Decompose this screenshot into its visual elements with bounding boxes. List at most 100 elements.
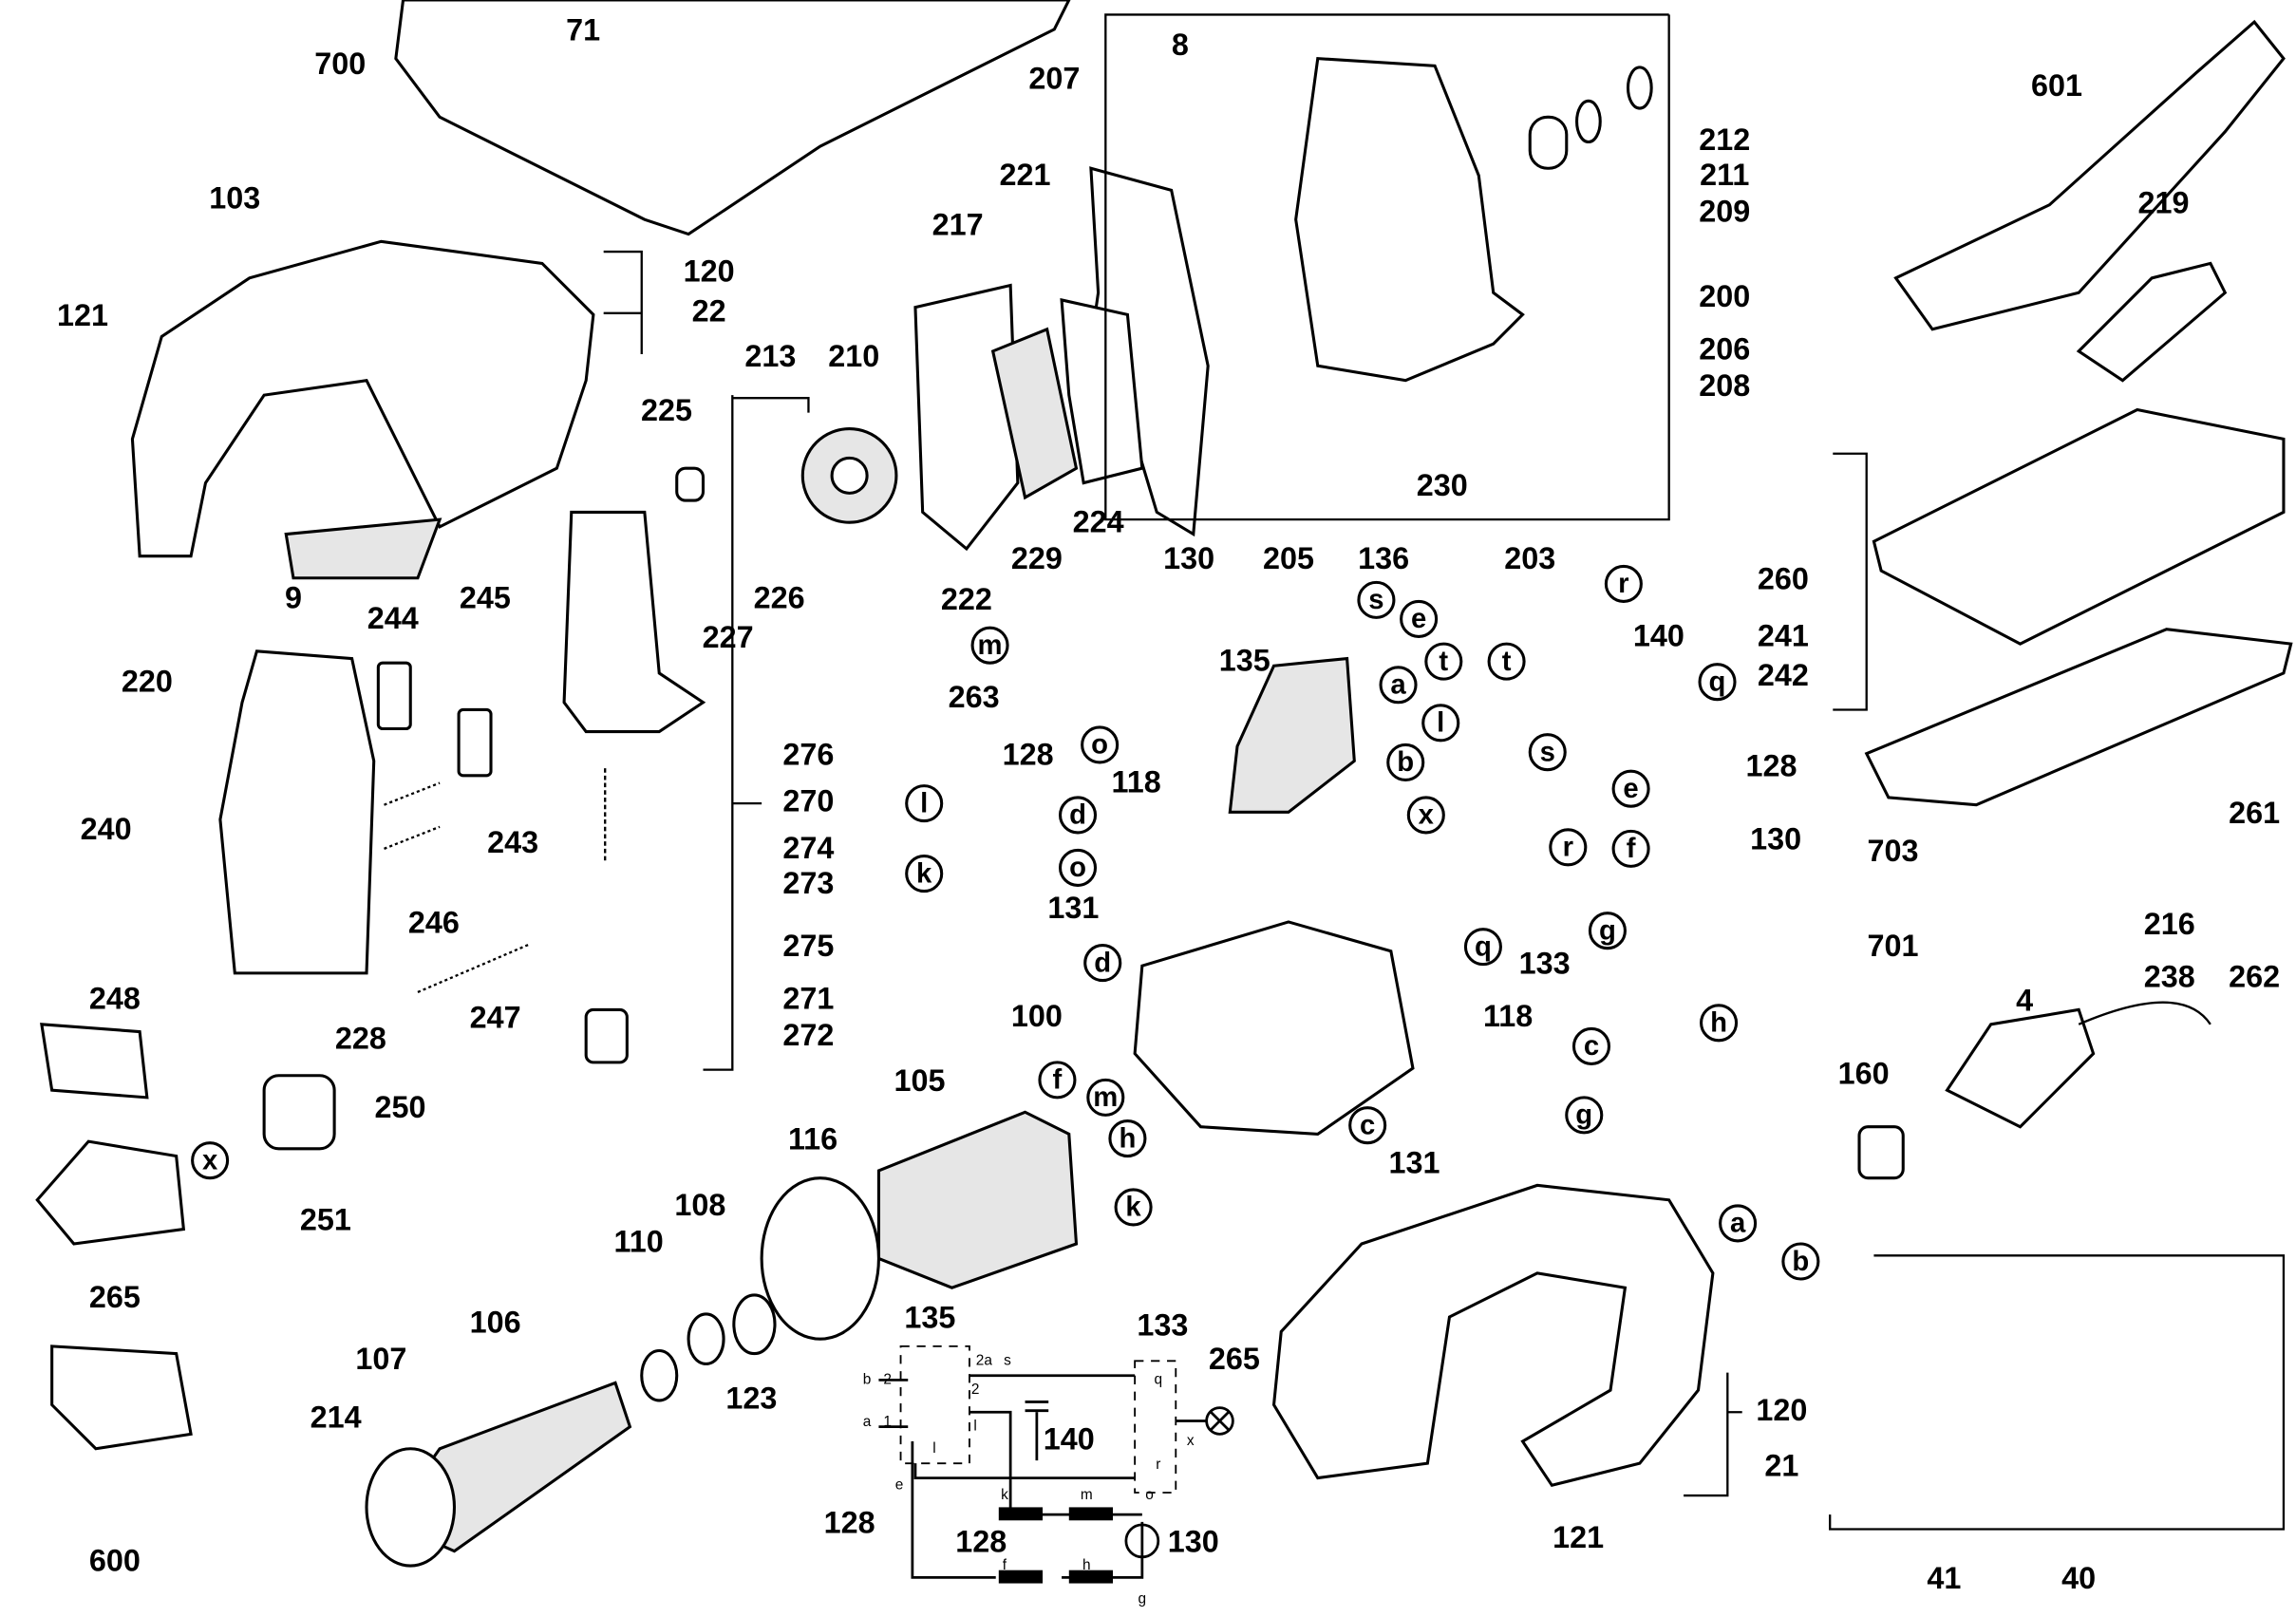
connector-circle bbox=[191, 1141, 230, 1180]
part-label-71: 71 bbox=[566, 12, 600, 47]
schematic-pin-label: g bbox=[1139, 1591, 1147, 1608]
connector-circle bbox=[1611, 829, 1650, 868]
connector-circle bbox=[1424, 642, 1463, 681]
spring-247 bbox=[417, 942, 532, 993]
part-label-265: 265 bbox=[89, 1280, 141, 1314]
part-label-135: 135 bbox=[904, 1301, 955, 1335]
connector-letter: k bbox=[916, 857, 932, 889]
part-label-121: 121 bbox=[1553, 1520, 1604, 1554]
part-label-103: 103 bbox=[209, 181, 260, 216]
part-label-207: 207 bbox=[1028, 61, 1080, 95]
part-label-270: 270 bbox=[782, 784, 834, 818]
connector-c: c bbox=[1348, 1106, 1387, 1145]
connector-letter: q bbox=[1709, 666, 1726, 697]
connector-letter: a bbox=[1390, 669, 1406, 701]
part-label-120: 120 bbox=[684, 254, 735, 289]
power-cord bbox=[2078, 1001, 2211, 1025]
connector-circle bbox=[1421, 704, 1460, 743]
connector-l: l bbox=[1421, 704, 1460, 743]
part-label-21: 21 bbox=[1764, 1448, 1798, 1482]
part-248 bbox=[40, 1023, 149, 1100]
light-265 bbox=[35, 1139, 186, 1246]
part-label-8: 8 bbox=[1172, 28, 1189, 62]
part-label-110: 110 bbox=[614, 1225, 664, 1259]
connector-q: q bbox=[1463, 928, 1502, 967]
part-label-140: 140 bbox=[1633, 618, 1684, 652]
guard-600 bbox=[50, 1344, 193, 1451]
part-label-121: 121 bbox=[57, 298, 108, 332]
part-label-100: 100 bbox=[1011, 999, 1063, 1033]
fan-107 bbox=[365, 1447, 457, 1568]
part-label-251: 251 bbox=[300, 1202, 351, 1236]
part-label-108: 108 bbox=[674, 1188, 725, 1222]
connector-r: r bbox=[1604, 564, 1643, 603]
gear-housing-200 bbox=[1294, 57, 1525, 383]
connector-letter: x bbox=[1419, 799, 1435, 831]
bushing-225 bbox=[675, 466, 706, 502]
connector-letter: m bbox=[1093, 1081, 1118, 1113]
connector-letter: q bbox=[1475, 931, 1492, 962]
housing-half-22 bbox=[130, 239, 595, 558]
connector-letter: h bbox=[1119, 1122, 1136, 1154]
connector-letter: k bbox=[1125, 1192, 1141, 1223]
part-label-160: 160 bbox=[1838, 1056, 1890, 1090]
connector-letter: r bbox=[1563, 832, 1573, 863]
part-label-123: 123 bbox=[725, 1381, 777, 1415]
plunger-assembly-270 bbox=[562, 510, 706, 734]
schematic-pin-label: f bbox=[1003, 1557, 1007, 1573]
connector-o: o bbox=[1058, 848, 1098, 887]
schematic-pin-label: x bbox=[1187, 1433, 1195, 1449]
schematic-pin-label: k bbox=[1001, 1487, 1008, 1503]
part-label-209: 209 bbox=[1699, 195, 1750, 229]
connector-letter: e bbox=[1623, 773, 1638, 804]
switch-135 bbox=[1228, 656, 1356, 814]
schematic-coil-4 bbox=[1068, 1570, 1114, 1584]
connector-f: f bbox=[1611, 829, 1650, 868]
part-label-131: 131 bbox=[1388, 1145, 1440, 1179]
part-label-133: 133 bbox=[1519, 947, 1571, 981]
part-label-128: 128 bbox=[824, 1505, 875, 1539]
connector-circle bbox=[1108, 1119, 1147, 1158]
part-label-41: 41 bbox=[1927, 1561, 1961, 1595]
schematic-coil-1 bbox=[998, 1507, 1044, 1521]
part-label-211: 211 bbox=[1700, 158, 1749, 192]
connector-x: x bbox=[1406, 796, 1445, 835]
shoe-703 bbox=[1864, 628, 2293, 807]
part-label-208: 208 bbox=[1699, 368, 1750, 403]
connector-letter: b bbox=[1792, 1246, 1809, 1277]
part-label-242: 242 bbox=[1758, 658, 1809, 692]
schematic-switch-box-135 bbox=[899, 1344, 970, 1465]
connector-d: d bbox=[1058, 796, 1098, 835]
connector-circle bbox=[905, 784, 944, 823]
connector-circle bbox=[1357, 580, 1396, 619]
connector-circle bbox=[1588, 912, 1627, 950]
connector-circle bbox=[1038, 1061, 1077, 1100]
schematic-motor bbox=[1124, 1523, 1160, 1559]
connector-circle bbox=[1081, 725, 1120, 764]
part-label-260: 260 bbox=[1758, 561, 1809, 595]
part-label-245: 245 bbox=[460, 580, 511, 614]
part-243 bbox=[457, 707, 493, 778]
connector-s: s bbox=[1528, 733, 1567, 772]
spring-246a bbox=[384, 781, 441, 806]
part-label-128: 128 bbox=[1003, 737, 1054, 771]
connector-letter: g bbox=[1599, 914, 1616, 946]
schematic-pin-label: 2 bbox=[971, 1382, 980, 1398]
part-label-276: 276 bbox=[782, 737, 834, 771]
schematic-pin-label: e bbox=[895, 1476, 904, 1493]
connector-circle bbox=[1611, 769, 1650, 808]
part-label-238: 238 bbox=[2144, 960, 2195, 994]
part-label-265: 265 bbox=[1209, 1342, 1260, 1376]
connector-letter: b bbox=[1397, 746, 1414, 778]
plate-229 bbox=[990, 327, 1079, 500]
part-label-601: 601 bbox=[2031, 68, 2082, 103]
part-label-240: 240 bbox=[81, 812, 132, 846]
schematic-pin-label: 2 bbox=[883, 1371, 892, 1387]
connector-m: m bbox=[1086, 1078, 1125, 1117]
connector-r: r bbox=[1549, 828, 1588, 867]
part-label-40: 40 bbox=[2061, 1561, 2096, 1595]
part-label-130: 130 bbox=[1168, 1524, 1219, 1558]
schematic-coil-3 bbox=[998, 1570, 1044, 1584]
part-label-701: 701 bbox=[1867, 929, 1918, 963]
